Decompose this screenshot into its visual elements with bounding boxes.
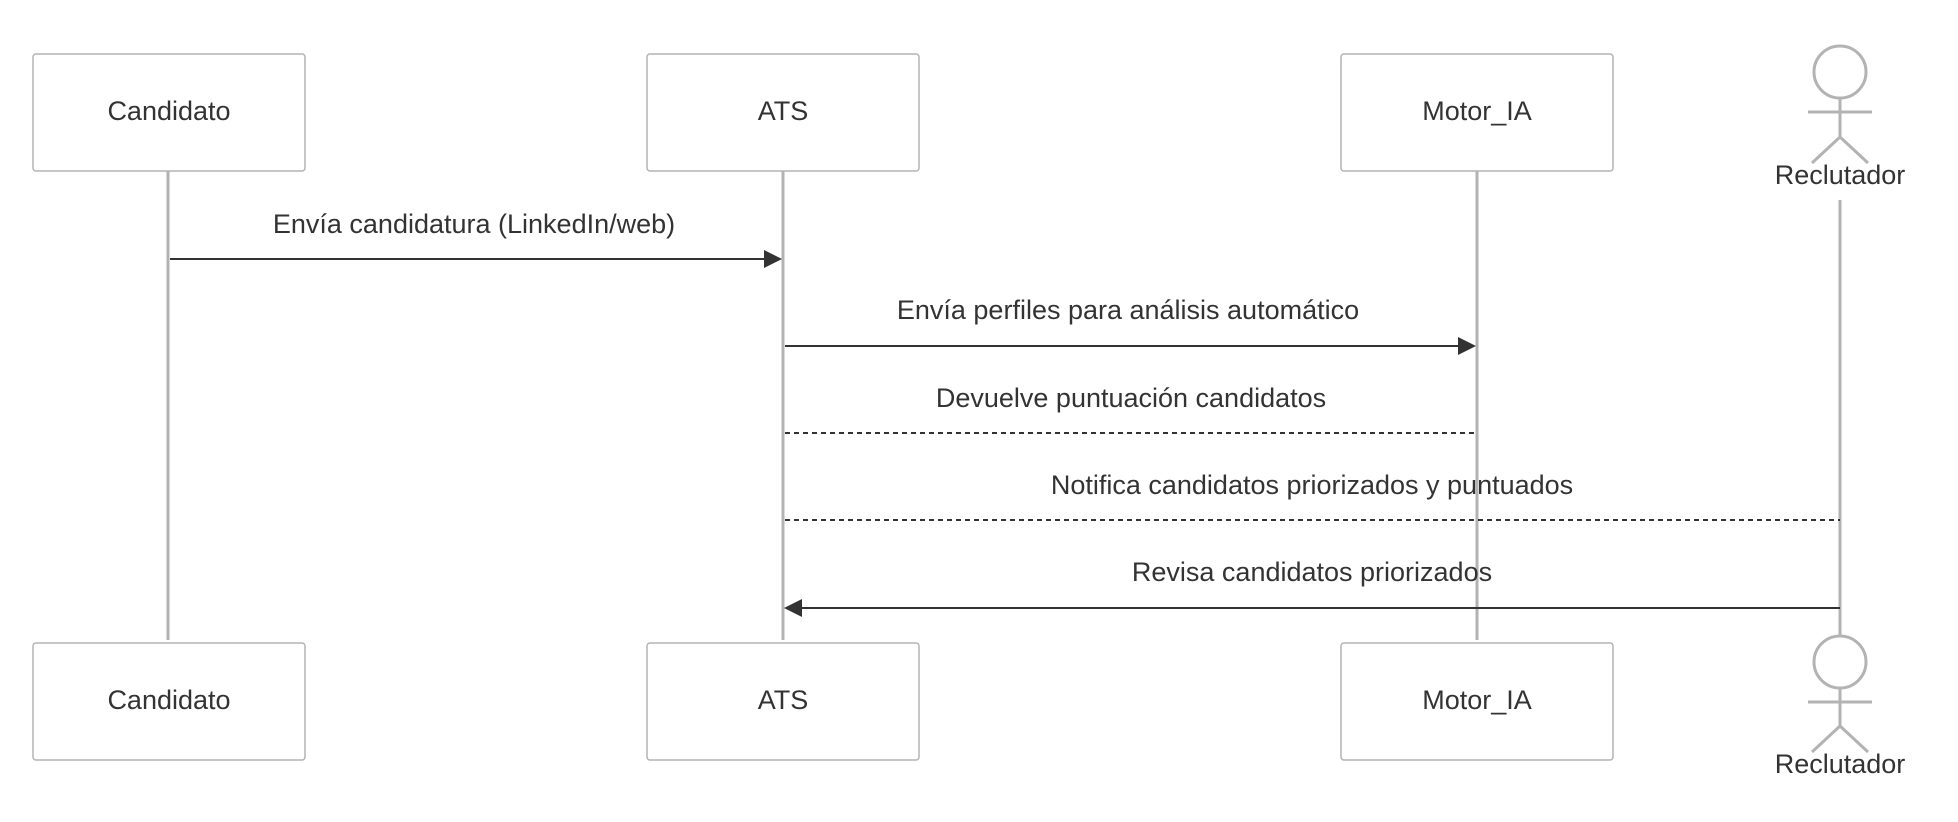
- arrowhead: [764, 250, 782, 268]
- arrowhead: [1458, 337, 1476, 355]
- participant-label: Reclutador: [1775, 749, 1906, 779]
- actor-icon: [1808, 634, 1872, 754]
- participant-candidato-bottom: Candidato: [32, 642, 306, 761]
- participant-label: Motor_IA: [1422, 685, 1532, 715]
- message-1: Envía candidatura (LinkedIn/web): [170, 209, 782, 268]
- message-2: Envía perfiles para análisis automático: [785, 295, 1476, 355]
- participant-label: Candidato: [107, 96, 230, 126]
- participant-motor-ia-bottom: Motor_IA: [1340, 642, 1614, 761]
- participant-box: [646, 53, 920, 172]
- participant-label: Reclutador: [1775, 160, 1906, 190]
- participant-motor-ia-top: Motor_IA: [1340, 53, 1614, 172]
- actor-icon: [1808, 44, 1872, 165]
- participant-ats-bottom: ATS: [646, 642, 920, 761]
- participant-reclutador-bottom: Reclutador: [1775, 634, 1906, 779]
- participant-box: [646, 642, 920, 761]
- message-5: Revisa candidatos priorizados: [784, 557, 1840, 617]
- participant-reclutador-top: Reclutador: [1775, 44, 1906, 190]
- participant-candidato-top: Candidato: [32, 53, 306, 172]
- message-label: Envía candidatura (LinkedIn/web): [273, 209, 675, 239]
- arrowhead: [784, 599, 802, 617]
- participant-label: Motor_IA: [1422, 96, 1532, 126]
- participant-label: Candidato: [107, 685, 230, 715]
- participant-label: ATS: [758, 685, 809, 715]
- participant-label: ATS: [758, 96, 809, 126]
- message-4: Notifica candidatos priorizados y puntua…: [785, 470, 1840, 521]
- participant-box: [1340, 53, 1614, 172]
- participant-box: [32, 642, 306, 761]
- participant-ats-top: ATS: [646, 53, 920, 172]
- participant-box: [1340, 642, 1614, 761]
- message-label: Notifica candidatos priorizados y puntua…: [1051, 470, 1573, 500]
- message-label: Envía perfiles para análisis automático: [897, 295, 1359, 325]
- message-label: Devuelve puntuación candidatos: [936, 383, 1326, 413]
- message-3: Devuelve puntuación candidatos: [785, 383, 1477, 434]
- participant-box: [32, 53, 306, 172]
- message-label: Revisa candidatos priorizados: [1132, 557, 1492, 587]
